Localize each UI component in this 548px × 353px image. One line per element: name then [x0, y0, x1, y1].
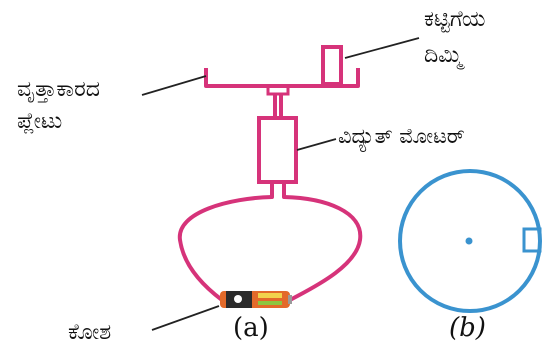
label-electric-motor: ವಿದ್ಯುತ್ ಮೋಟರ್	[338, 124, 465, 148]
wooden-block	[321, 45, 343, 86]
shaft-coupler	[266, 84, 290, 96]
label-wooden-block: ಕಟ್ಟಿಗೆಯ ದಿಮ್ಮಿ	[424, 6, 486, 69]
disc-center-dot	[465, 237, 473, 245]
caption-b: (b)	[449, 313, 486, 343]
leader-wedge	[344, 37, 420, 59]
label-circular-plate: ವೃತ್ತಾಕಾರದ ಪ್ಲೇಟು	[17, 76, 100, 135]
label-wooden-block-line2: ದಿಮ್ಮಿ	[424, 42, 463, 68]
leader-motor	[296, 138, 337, 151]
leader-plate	[141, 75, 207, 96]
battery-cell	[220, 291, 292, 308]
label-circular-plate-line1: ವೃತ್ತಾಕಾರದ	[17, 77, 100, 102]
wire-loop	[177, 195, 363, 302]
label-wooden-block-line1: ಕಟ್ಟಿಗೆಯ	[424, 7, 486, 32]
leader-cell	[151, 305, 220, 331]
label-cell: ಕೋಶ	[68, 320, 112, 345]
label-circular-plate-line2: ಪ್ಲೇಟು	[17, 108, 63, 134]
caption-a: (a)	[233, 313, 269, 343]
electric-motor	[257, 116, 298, 184]
disc-wooden-block	[522, 227, 542, 253]
